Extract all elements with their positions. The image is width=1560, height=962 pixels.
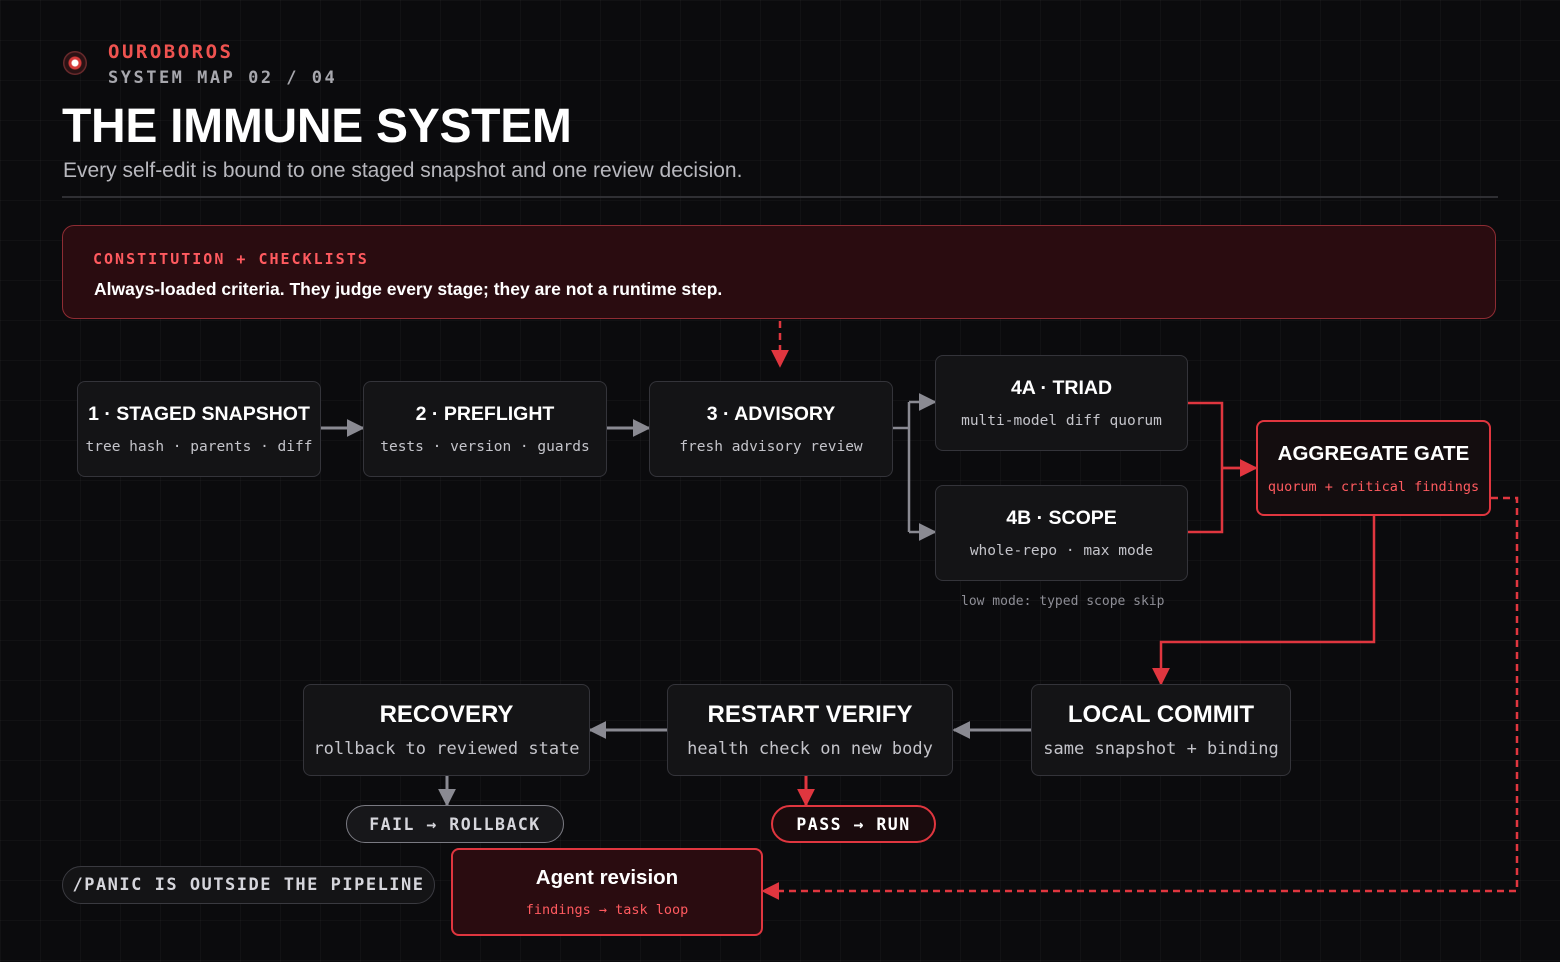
arrow-advisory-fork (893, 402, 911, 532)
banner-kicker: CONSTITUTION + CHECKLISTS (93, 250, 369, 268)
node-subtitle: findings → task loop (525, 902, 689, 918)
node-triad: 4A · TRIAD multi-model diff quorum (935, 355, 1188, 451)
node-subtitle: health check on new body (687, 739, 933, 759)
brand-name: OUROBOROS (108, 41, 234, 63)
node-preflight: 2 · PREFLIGHT tests · version · guards (363, 381, 607, 477)
node-title: 4B · SCOPE (1006, 507, 1117, 529)
node-subtitle: rollback to reviewed state (313, 739, 580, 759)
page-subtitle: Every self-edit is bound to one staged s… (63, 159, 743, 182)
arrow-aggregate-to-revision (761, 496, 1519, 900)
header-divider (62, 196, 1498, 198)
arrow-aggregate-to-commit (1152, 516, 1376, 686)
panic-note-pill: /PANIC IS OUTSIDE THE PIPELINE (62, 866, 435, 904)
node-advisory: 3 · ADVISORY fresh advisory review (649, 381, 893, 477)
node-title: 2 · PREFLIGHT (415, 403, 555, 425)
constitution-banner: CONSTITUTION + CHECKLISTS Always-loaded … (62, 225, 1496, 319)
node-title: AGGREGATE GATE (1277, 441, 1470, 465)
banner-text: Always-loaded criteria. They judge every… (94, 279, 723, 299)
node-subtitle: same snapshot + binding (1043, 739, 1279, 759)
node-scope: 4B · SCOPE whole-repo · max mode (935, 485, 1188, 581)
node-title: 3 · ADVISORY (706, 403, 836, 425)
scope-skip-note: low mode: typed scope skip (961, 594, 1165, 609)
node-title: RECOVERY (379, 701, 514, 728)
ouroboros-logo-icon (63, 51, 87, 75)
node-title: 1 · STAGED SNAPSHOT (88, 403, 310, 425)
node-title: RESTART VERIFY (707, 701, 913, 728)
node-local-commit: LOCAL COMMIT same snapshot + binding (1031, 684, 1291, 776)
node-subtitle: whole-repo · max mode (969, 543, 1154, 559)
node-title: 4A · TRIAD (1010, 377, 1113, 399)
node-subtitle: fresh advisory review (679, 439, 863, 455)
node-staged-snapshot: 1 · STAGED SNAPSHOT tree hash · parents … (77, 381, 321, 477)
node-subtitle: quorum + critical findings (1267, 478, 1480, 495)
node-title: Agent revision (535, 866, 679, 889)
node-aggregate-gate: AGGREGATE GATE quorum + critical finding… (1256, 420, 1491, 516)
page-title: THE IMMUNE SYSTEM (62, 100, 572, 153)
pass-run-pill: PASS → RUN (771, 805, 936, 843)
fail-rollback-pill: FAIL → ROLLBACK (346, 805, 564, 843)
node-restart-verify: RESTART VERIFY health check on new body (667, 684, 953, 776)
node-title: LOCAL COMMIT (1067, 701, 1255, 728)
node-subtitle: tree hash · parents · diff (85, 439, 313, 455)
node-agent-revision: Agent revision findings → task loop (451, 848, 763, 936)
node-recovery: RECOVERY rollback to reviewed state (303, 684, 590, 776)
node-subtitle: multi-model diff quorum (961, 413, 1162, 429)
page-kicker: SYSTEM MAP 02 / 04 (108, 68, 338, 88)
node-subtitle: tests · version · guards (380, 439, 590, 455)
